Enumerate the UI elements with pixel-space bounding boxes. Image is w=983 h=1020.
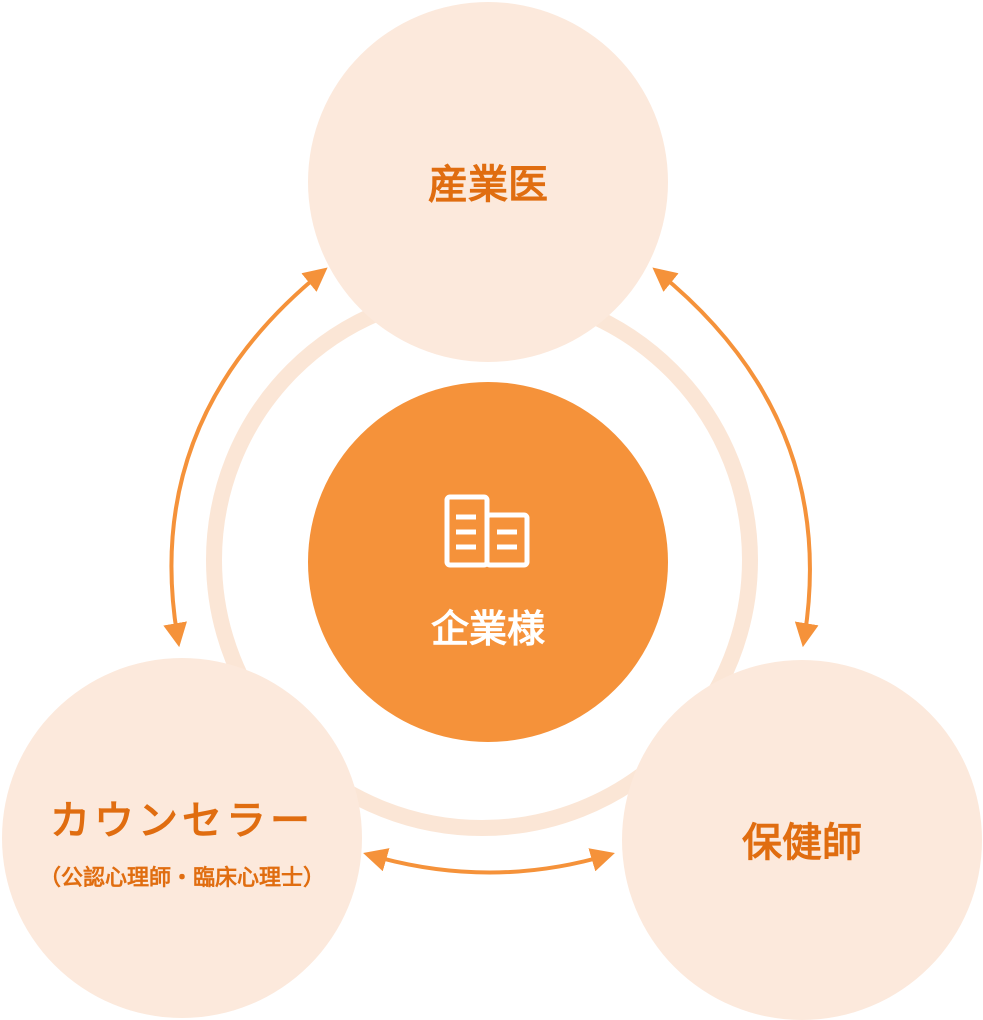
node-counselor-sublabel: （公認心理師・臨床心理士） [39, 865, 325, 891]
node-company-label: 企業様 [431, 607, 546, 651]
node-public-health-nurse-label: 保健師 [742, 820, 862, 866]
arrow-top-left [163, 267, 328, 648]
node-counselor-label: カウンセラー [50, 798, 314, 844]
node-counselor: カウンセラー （公認心理師・臨床心理士） [2, 658, 362, 1018]
node-company: 企業様 [308, 382, 668, 742]
node-industrial-doctor-label: 産業医 [428, 162, 548, 208]
building-icon [444, 494, 530, 568]
arrow-top-right [652, 267, 819, 648]
node-public-health-nurse: 保健師 [622, 660, 982, 1020]
arrow-bottom [363, 848, 615, 875]
node-industrial-doctor: 産業医 [308, 2, 668, 362]
